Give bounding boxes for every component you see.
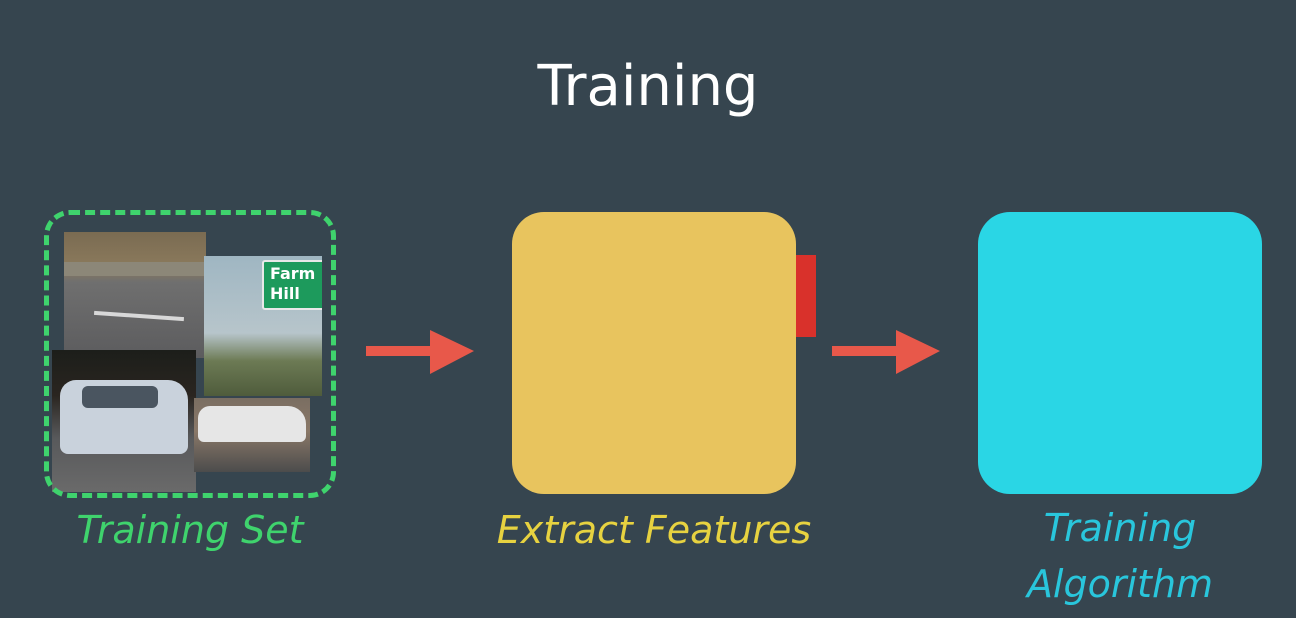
white-car-image [194, 398, 310, 472]
white-car-body [198, 406, 306, 442]
road-guardrail-image [64, 232, 206, 358]
car-rear-window [82, 386, 158, 408]
road-sign-image: Farm Hill [204, 256, 322, 396]
feature-output-tab [796, 255, 816, 337]
extract-features-box [512, 212, 796, 494]
arrow-right-icon [366, 330, 474, 374]
training-set-dashed-outline [44, 210, 336, 498]
green-road-sign: Farm Hill [262, 260, 322, 310]
arrow-right-icon [832, 330, 940, 374]
road-sign-text-line2: Hill [270, 284, 300, 303]
training-set-label: Training Set [76, 508, 304, 552]
extract-features-label: Extract Features [496, 508, 812, 552]
road-sign-text-line1: Farm [270, 264, 316, 283]
guardrail [64, 262, 206, 276]
training-algorithm-box [978, 212, 1262, 494]
training-algorithm-label-line1: Training [1043, 506, 1197, 550]
diagram-title: Training [537, 54, 759, 119]
training-set-images: Farm Hill [44, 210, 336, 498]
training-algorithm-label-line2: Algorithm [1026, 562, 1214, 606]
training-algorithm-label: Training Algorithm [970, 500, 1270, 612]
silver-car-image [52, 350, 196, 492]
